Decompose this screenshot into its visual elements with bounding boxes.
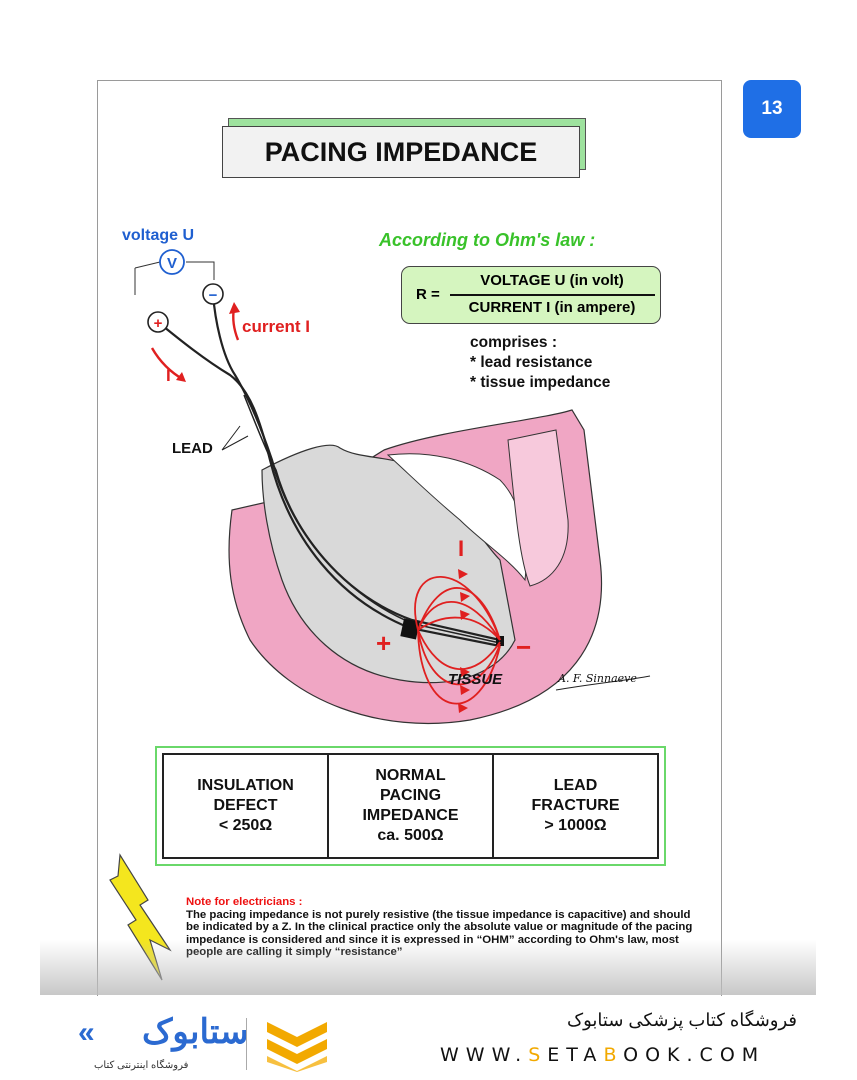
bottom-fade (40, 940, 816, 995)
logo-wordmark: ستابوک (142, 1013, 249, 1051)
store-url[interactable]: WWW.SETABOOK.COM (440, 1044, 765, 1066)
logo-separator (246, 1018, 247, 1070)
formula-numerator: VOLTAGE U (in volt) (480, 272, 624, 289)
formula-r-label: R = (416, 286, 440, 303)
cell-line: PACING (379, 787, 442, 804)
table-cell-insulation-defect: INSULATION DEFECT < 250Ω (164, 755, 327, 857)
cell-line: DEFECT (213, 797, 278, 814)
comprises-item: * lead resistance (470, 354, 593, 371)
cell-line: IMPEDANCE (362, 807, 459, 824)
impedance-table-grid: INSULATION DEFECT < 250Ω NORMAL PACING I… (162, 753, 659, 859)
cell-line: LEAD (553, 777, 598, 794)
field-minus-label: − (516, 632, 532, 662)
voltmeter-icon (159, 249, 185, 275)
logo-tagline: فروشگاه اینترنتی کتاب (94, 1060, 189, 1071)
ring-electrode (400, 618, 420, 640)
lead-leader-line (221, 425, 249, 451)
url-highlight: S (528, 1044, 548, 1066)
lead-wire-mid (243, 394, 501, 644)
current-label: current I (242, 317, 311, 336)
voltmeter-symbol: V (167, 255, 177, 272)
impedance-table: INSULATION DEFECT < 250Ω NORMAL PACING I… (155, 746, 666, 866)
lead-label: LEAD (172, 440, 213, 457)
field-plus-label: + (376, 628, 392, 658)
url-part: OOK.COM (623, 1044, 766, 1066)
url-part: WWW. (440, 1044, 529, 1066)
cell-line: > 1000Ω (544, 817, 607, 834)
field-current-label: I (458, 536, 465, 561)
table-cell-lead-fracture: LEAD FRACTURE > 1000Ω (492, 755, 657, 857)
book-stack-logo-icon (267, 1022, 327, 1072)
plus-terminal-icon (147, 311, 169, 333)
septum-fold (386, 453, 527, 582)
cell-line: FRACTURE (531, 797, 620, 814)
voltage-label: voltage U (122, 227, 195, 244)
minus-terminal-sign: − (209, 287, 218, 304)
voltmeter-bracket (134, 261, 215, 295)
cell-line: NORMAL (375, 767, 446, 784)
ohm-formula-box: R = VOLTAGE U (in volt) CURRENT I (in am… (401, 266, 661, 324)
cell-line: ca. 500Ω (377, 827, 444, 844)
field-lines (414, 575, 501, 705)
plus-terminal-sign: + (154, 315, 163, 332)
field-arrow-icons (458, 569, 470, 713)
note-title: Note for electricians : (186, 896, 303, 908)
ohm-heading: According to Ohm's law : (379, 230, 596, 250)
formula-fraction-bar (450, 294, 655, 296)
signature-flourish (555, 675, 651, 691)
page-number-badge: 13 (743, 80, 801, 138)
cell-line: INSULATION (197, 777, 294, 794)
cell-line: < 250Ω (218, 817, 273, 834)
page-title: PACING IMPEDANCE (222, 126, 580, 178)
comprises-block: comprises : * lead resistance * tissue i… (470, 333, 610, 393)
inner-muscle (507, 429, 569, 587)
table-cell-normal-impedance: NORMAL PACING IMPEDANCE ca. 500Ω (327, 755, 492, 857)
signature: A. F. Sinnaeve (558, 672, 637, 685)
comprises-heading: comprises : (470, 334, 558, 351)
current-symbol: I (166, 366, 171, 385)
formula-denominator: CURRENT I (in ampere) (468, 299, 636, 316)
tip-electrode (496, 636, 504, 646)
url-part: ETA (547, 1044, 604, 1066)
logo-chevron-icon: « (78, 1016, 95, 1049)
minus-terminal-icon (202, 283, 224, 305)
store-name: فروشگاه کتاب پزشکی ستابوک (567, 1010, 797, 1030)
url-highlight: B (603, 1044, 624, 1066)
comprises-item: * tissue impedance (470, 374, 611, 391)
tissue-label: TISSUE (448, 671, 503, 688)
